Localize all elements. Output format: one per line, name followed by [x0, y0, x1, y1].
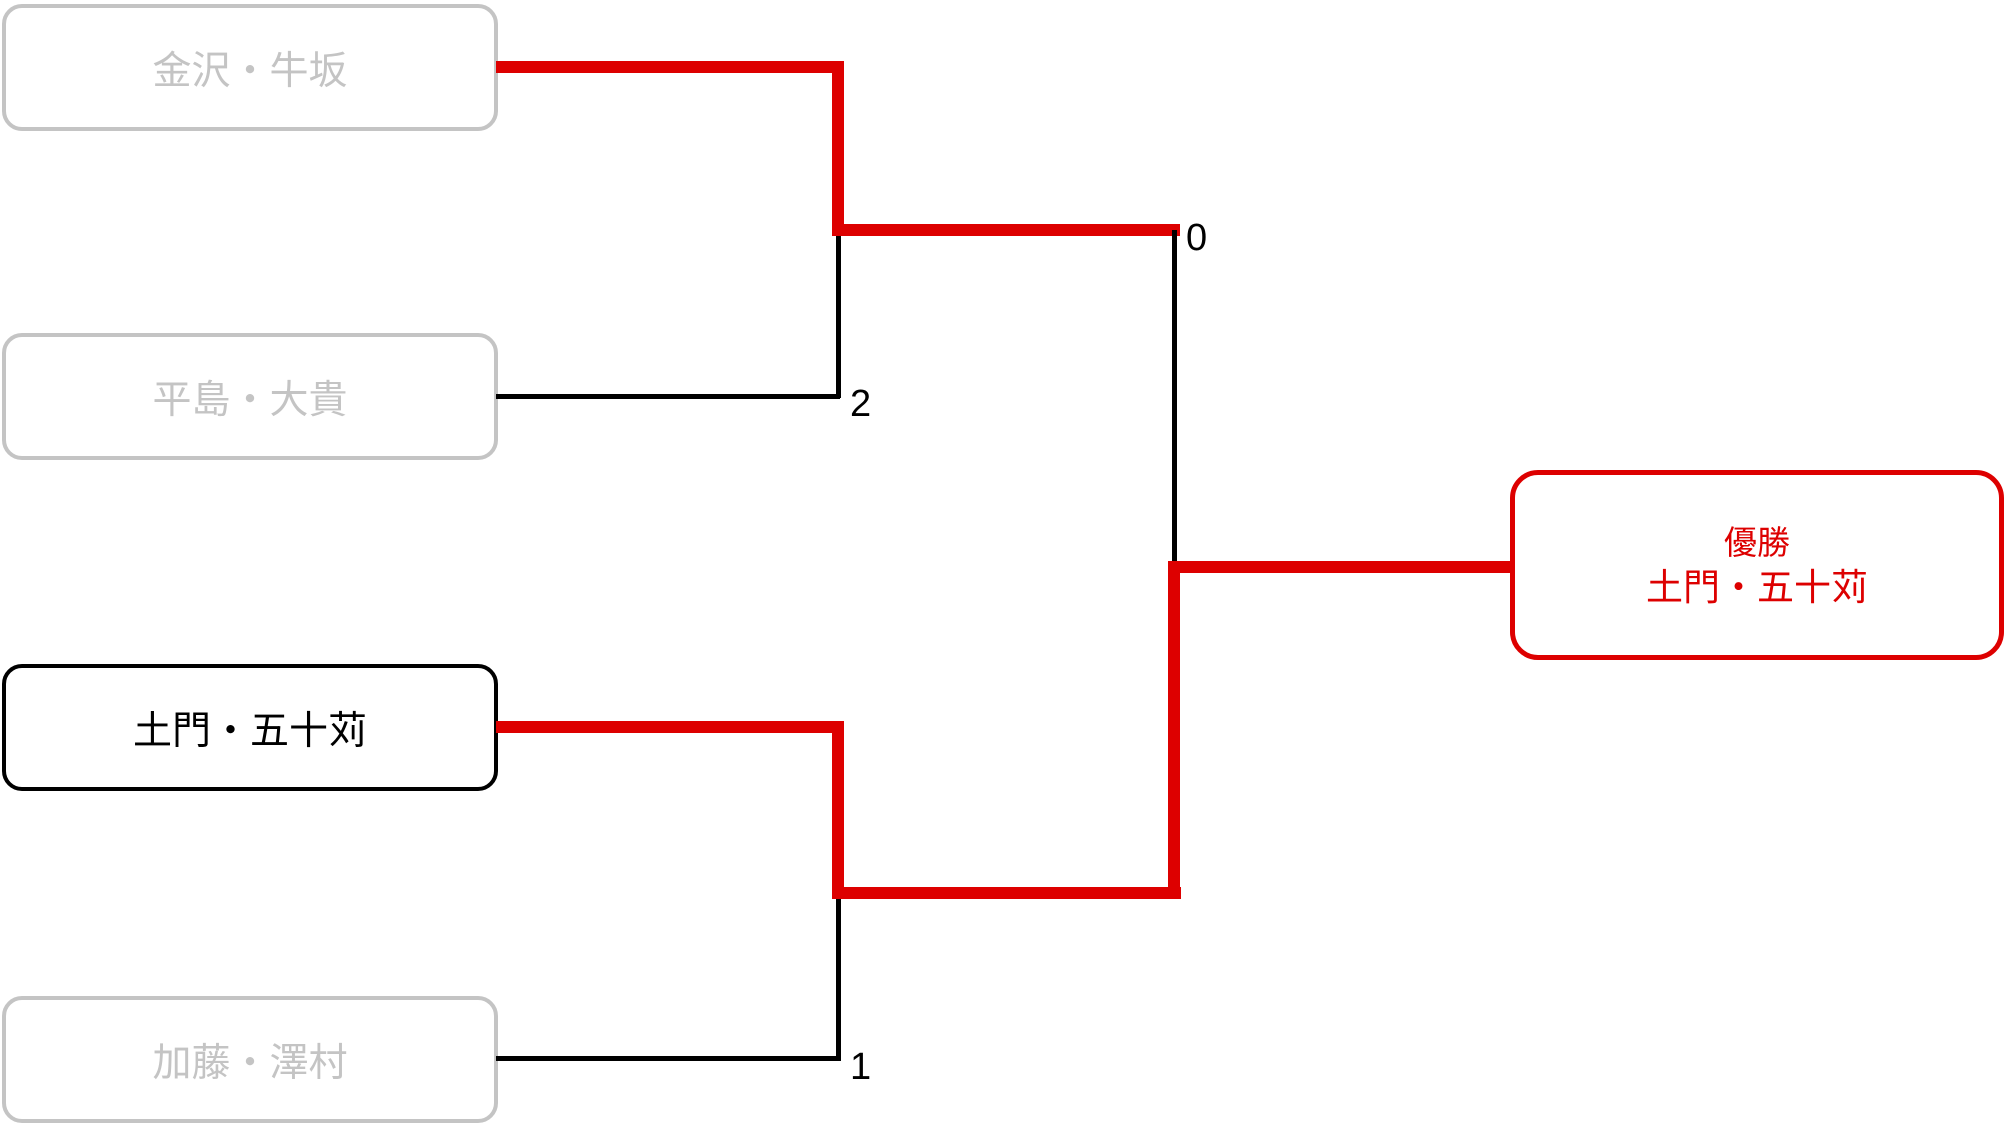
line-semifinal2-vertical-bottom	[836, 893, 841, 1061]
entrant-name: 平島・大貴	[152, 378, 348, 422]
entrant-box-kato-sawamura[interactable]: 加藤・澤村	[2, 996, 498, 1123]
line-semifinal2-exit	[832, 887, 1181, 899]
champion-name: 土門・五十苅	[1646, 567, 1868, 608]
entrant-name: 加藤・澤村	[152, 1041, 348, 1085]
entrant-box-domon-ikari[interactable]: 土門・五十苅	[2, 664, 498, 791]
line-semifinal1-loser-approach	[496, 394, 840, 399]
line-semifinal1-winner-approach	[496, 61, 844, 73]
line-semifinal1-vertical-bottom	[836, 230, 841, 398]
line-semifinal1-vertical-top	[832, 61, 844, 236]
line-semifinal1-exit	[832, 224, 1180, 236]
line-champion-exit	[1168, 561, 1512, 573]
entrant-box-kanazawa-ushisaka[interactable]: 金沢・牛坂	[2, 4, 498, 131]
line-final-vertical-top	[1172, 230, 1177, 561]
champion-title: 優勝	[1724, 524, 1790, 561]
entrant-name: 金沢・牛坂	[152, 49, 348, 93]
score-semifinal2-bottom: 1	[850, 1046, 872, 1088]
score-semifinal1-bottom: 2	[850, 383, 872, 425]
entrant-name: 土門・五十苅	[132, 709, 367, 753]
score-final-top: 0	[1186, 217, 1208, 259]
line-semifinal2-vertical-top	[832, 721, 844, 899]
entrant-box-hirashima-daiki[interactable]: 平島・大貴	[2, 333, 498, 460]
line-semifinal2-loser-approach	[496, 1056, 840, 1061]
champion-box[interactable]: 優勝 土門・五十苅	[1510, 470, 2004, 660]
line-final-vertical-bottom	[1168, 561, 1180, 899]
line-semifinal2-winner-approach	[496, 721, 844, 733]
